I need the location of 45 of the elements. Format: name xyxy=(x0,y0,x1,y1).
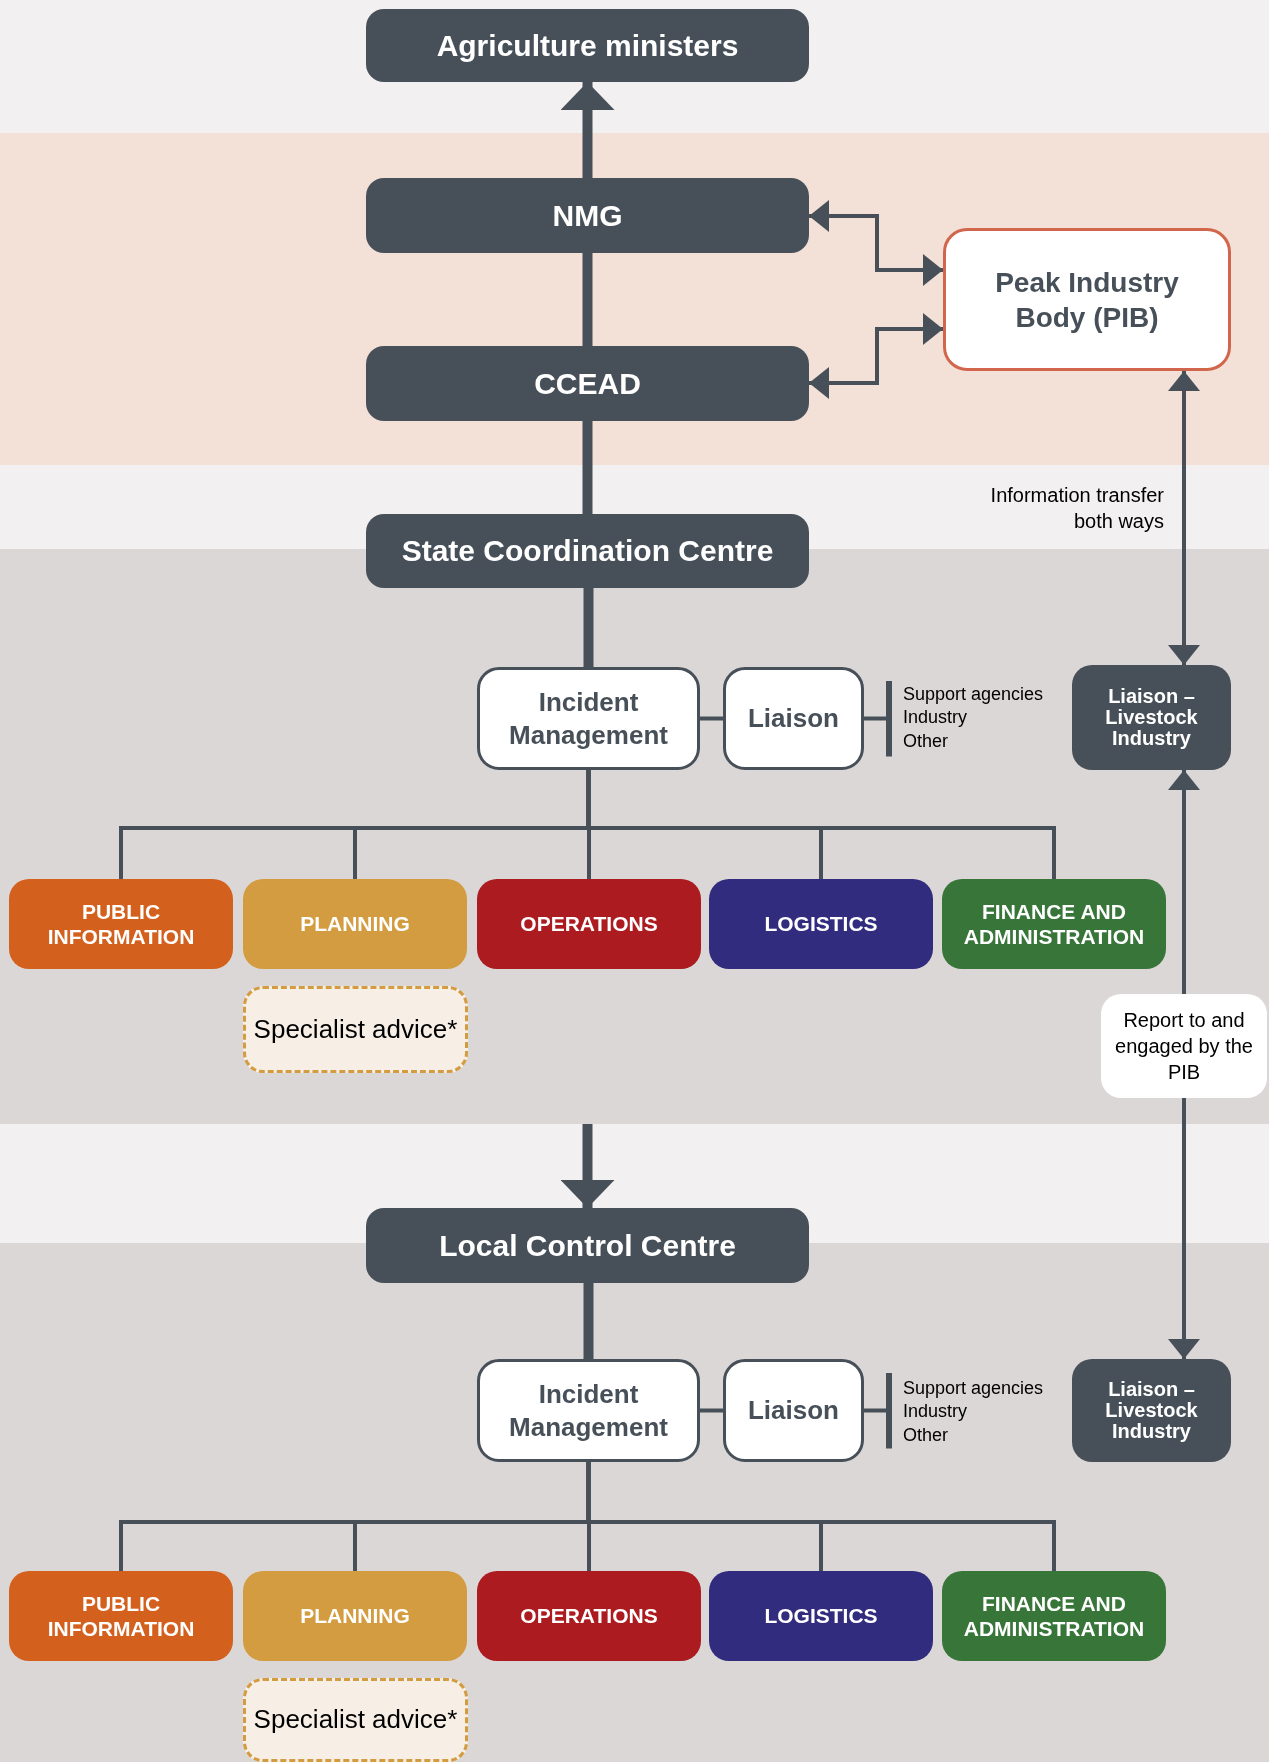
planning-box: PLANNING xyxy=(243,1571,467,1661)
public-information-box: PUBLIC INFORMATION xyxy=(9,879,233,969)
support-item: Industry xyxy=(903,1400,968,1424)
arrow xyxy=(809,200,943,286)
incident-management-box: Incident Management xyxy=(477,1359,700,1462)
ministers-box: Agriculture ministers xyxy=(366,9,809,82)
operations-box: OPERATIONS xyxy=(477,879,701,969)
logistics-box: LOGISTICS xyxy=(709,879,933,969)
local-centre-box: Local Control Centre xyxy=(366,1208,809,1283)
public-information-box: PUBLIC INFORMATION xyxy=(9,1571,233,1661)
liaison-box: Liaison xyxy=(723,1359,864,1462)
support-item: Support agencies xyxy=(903,682,1044,706)
edge-label: Information transfer both ways xyxy=(989,483,1164,534)
specialist-advice-box: Specialist advice* xyxy=(243,986,468,1073)
liaison-box: Liaison xyxy=(723,667,864,770)
edge-label: Report to and engaged by the PIB xyxy=(1101,994,1267,1098)
state-centre-box: State Coordination Centre xyxy=(366,514,809,588)
incident-management-box: Incident Management xyxy=(477,667,700,770)
support-item: Industry xyxy=(903,706,968,730)
finance-box: FINANCE AND ADMINISTRATION xyxy=(942,1571,1166,1661)
ccead-box: CCEAD xyxy=(366,346,809,421)
connector-line xyxy=(582,421,593,514)
connector-line xyxy=(582,253,593,346)
connector-line xyxy=(583,1283,594,1359)
arrow xyxy=(560,1124,615,1208)
arrow xyxy=(560,82,615,178)
bracket-connector xyxy=(864,680,892,757)
connector-line xyxy=(700,1408,723,1413)
support-item: Other xyxy=(903,729,949,753)
livestock-liaison-box: Liaison – Livestock Industry xyxy=(1072,665,1231,770)
livestock-liaison-box: Liaison – Livestock Industry xyxy=(1072,1359,1231,1462)
bracket-connector xyxy=(864,1372,892,1449)
operations-box: OPERATIONS xyxy=(477,1571,701,1661)
nmg-box: NMG xyxy=(366,178,809,253)
logistics-box: LOGISTICS xyxy=(709,1571,933,1661)
support-item: Support agencies xyxy=(903,1376,1044,1400)
planning-box: PLANNING xyxy=(243,879,467,969)
support-item: Other xyxy=(903,1423,949,1447)
connector-line xyxy=(583,588,594,667)
arrow xyxy=(1168,371,1200,665)
peak-body-box: Peak Industry Body (PIB) xyxy=(943,228,1231,371)
arrow xyxy=(809,313,943,399)
finance-box: FINANCE AND ADMINISTRATION xyxy=(942,879,1166,969)
specialist-advice-box: Specialist advice* xyxy=(243,1678,468,1762)
connector-line xyxy=(700,716,723,721)
